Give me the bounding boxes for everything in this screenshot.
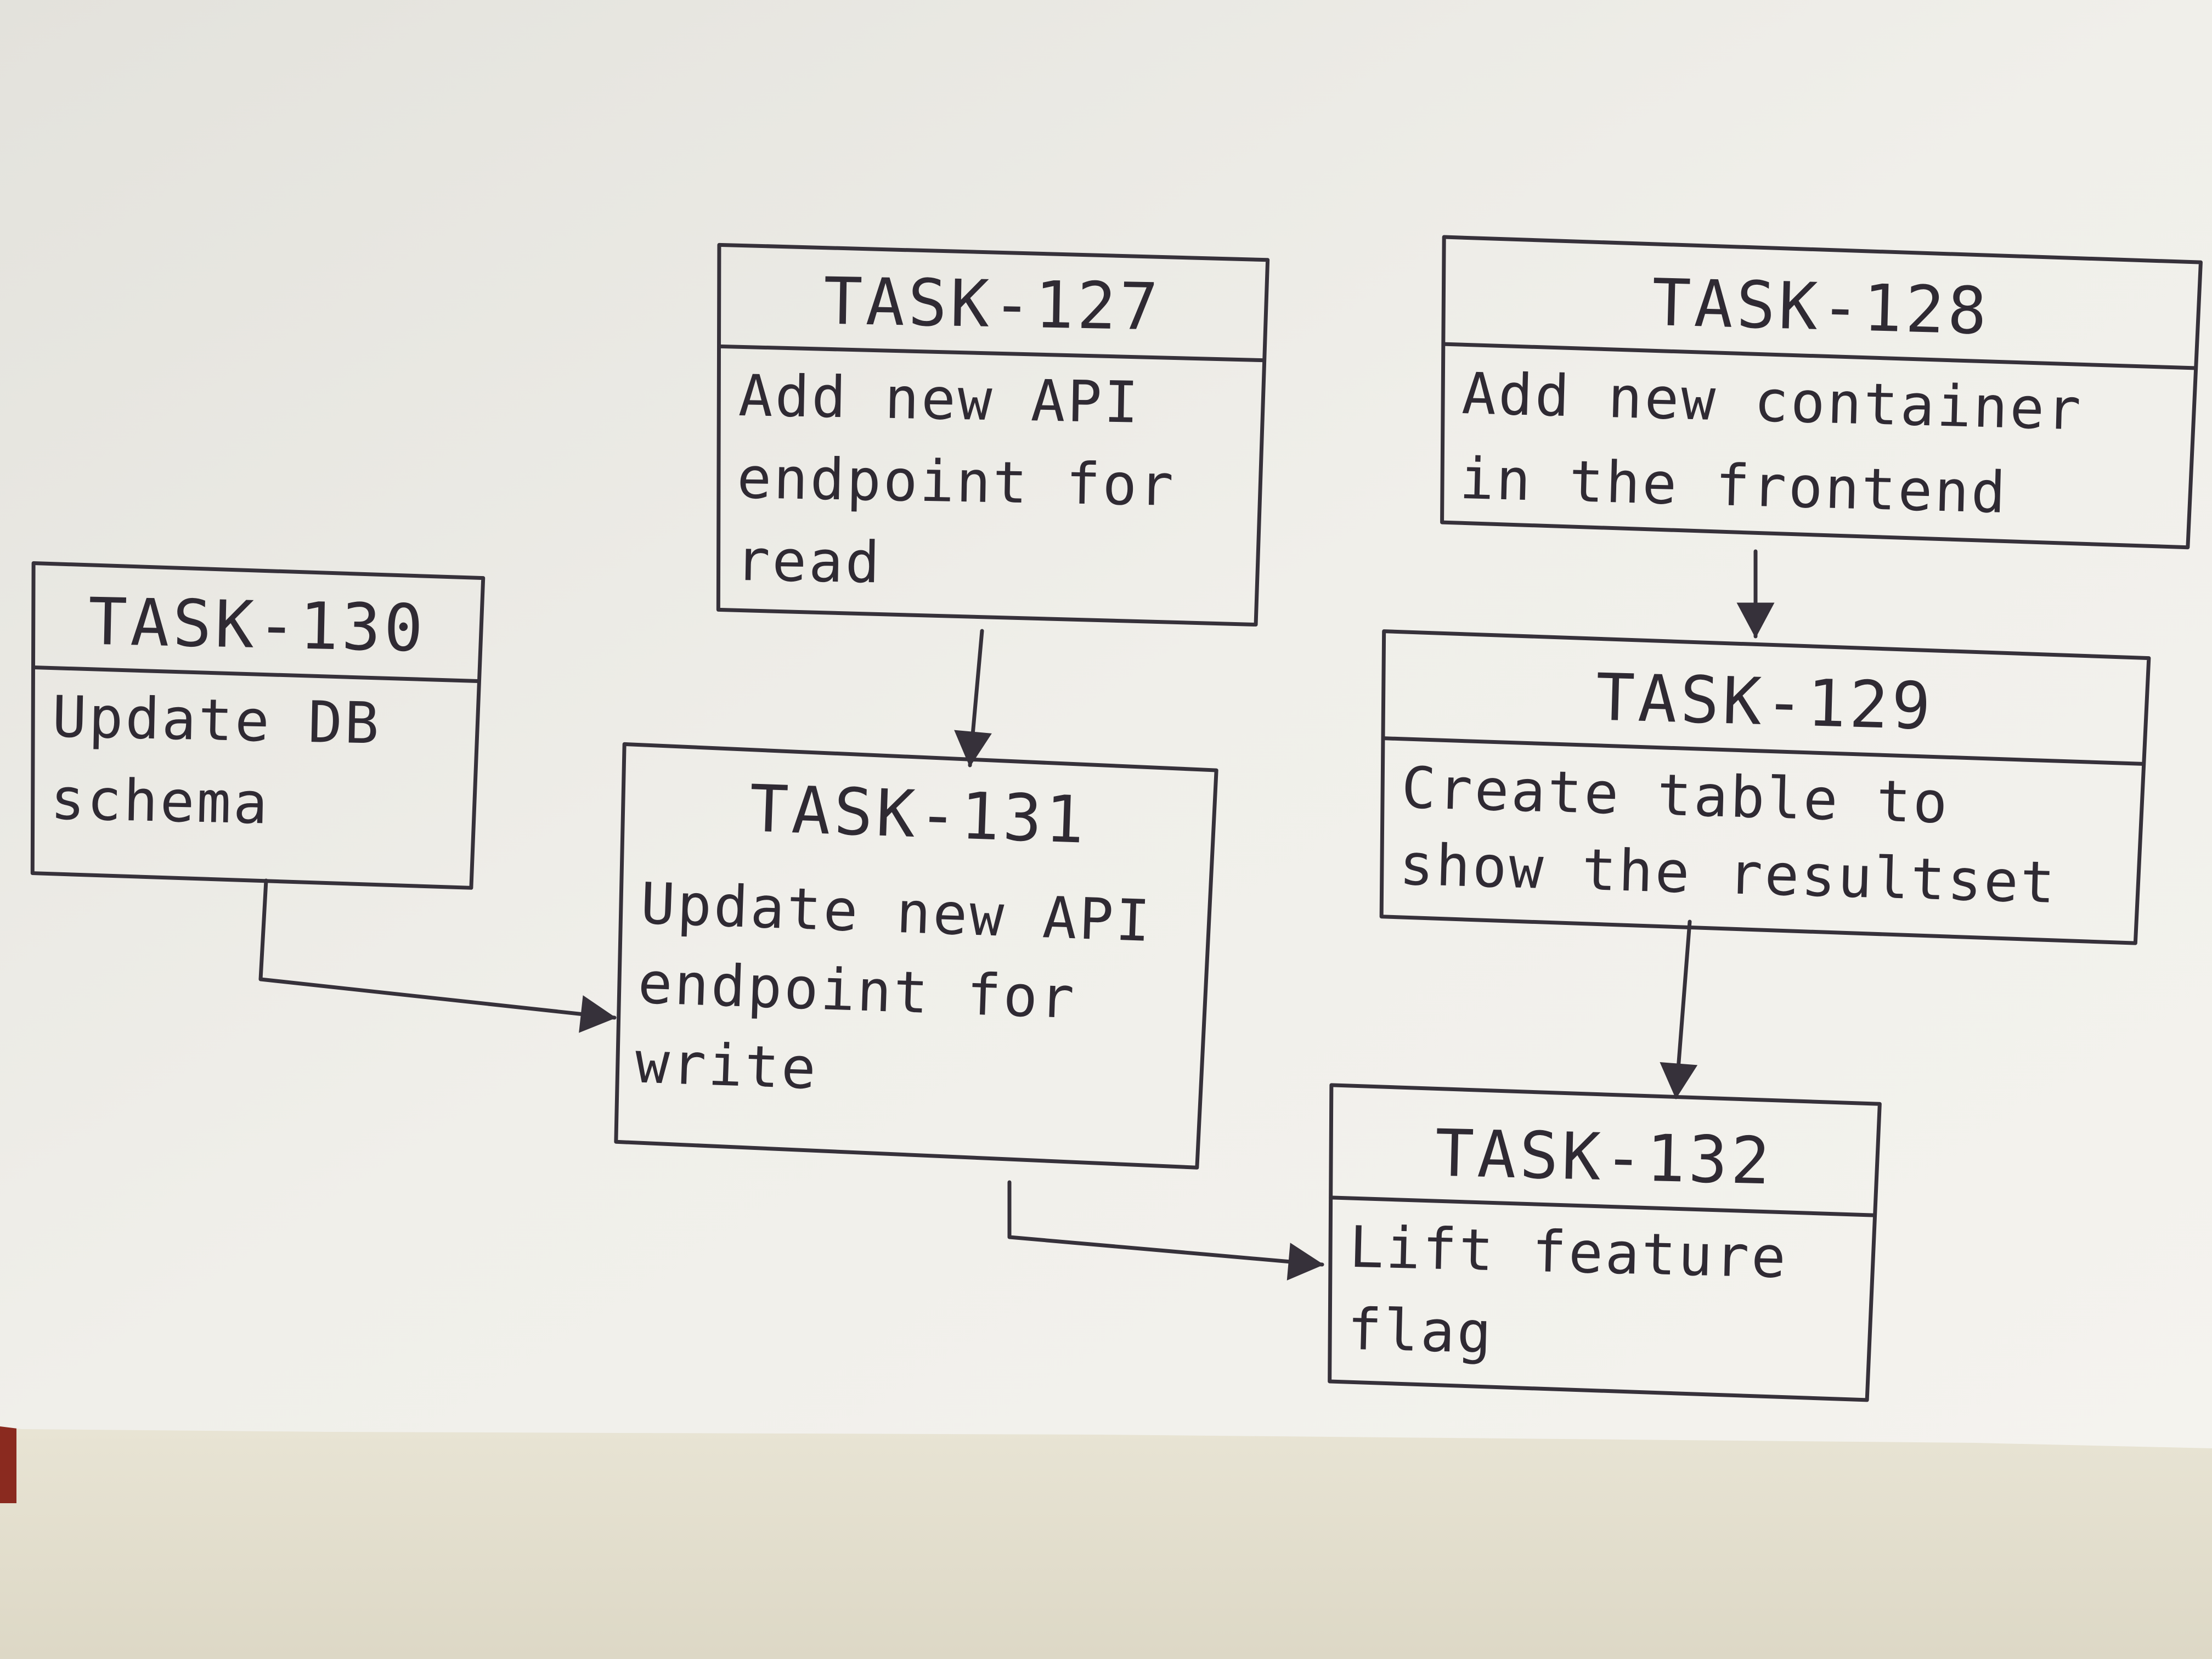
task-description-line: Lift feature <box>1348 1214 1788 1291</box>
task-description-line: write <box>634 1029 819 1102</box>
lower-page <box>0 1426 2212 1659</box>
task-title: TASK-132 <box>1434 1115 1774 1199</box>
task-box-outline <box>30 561 486 890</box>
task-box-outline <box>716 242 1270 627</box>
task-description-line: Update DB <box>52 683 382 757</box>
task-box-outline <box>614 742 1218 1170</box>
task-box-outline <box>1379 629 2151 945</box>
task-description-line: endpoint for <box>736 444 1176 519</box>
task-description-line: endpoint for <box>637 950 1077 1032</box>
task-description-line: in the frontend <box>1459 445 2008 526</box>
task-description-line: Add new API <box>738 362 1141 436</box>
task-description-line: read <box>735 527 883 596</box>
task-description-line: flag <box>1347 1296 1494 1366</box>
task-header-divider <box>1381 736 2145 766</box>
arrow-head-icon <box>1660 1062 1698 1099</box>
task-header-divider <box>1329 1195 1876 1217</box>
dependency-arrow-131-132 <box>1007 1180 1324 1280</box>
task-title: TASK-128 <box>1651 264 1991 349</box>
task-header-divider <box>1441 342 2197 370</box>
task-description-line: schema <box>50 765 270 837</box>
task-title: TASK-131 <box>748 770 1089 857</box>
task-box-outline <box>1440 235 2203 550</box>
task-description-line: Create table to <box>1401 754 1950 837</box>
arrow-head-icon <box>579 995 617 1033</box>
arrow-line <box>1007 1180 1324 1267</box>
task-header-divider <box>718 344 1265 363</box>
task-title: TASK-130 <box>87 584 427 667</box>
dependency-arrow-127-131 <box>954 629 992 768</box>
task-box-outline <box>1328 1083 1882 1402</box>
arrow-head-icon <box>1736 602 1775 639</box>
dependency-arrow-130-131 <box>258 878 617 1033</box>
task-description-line: Add new container <box>1461 360 2084 443</box>
arrow-line <box>258 878 617 1020</box>
task-header-divider <box>31 665 480 683</box>
dependency-arrow-128-129 <box>1736 549 1775 639</box>
task-title: TASK-129 <box>1595 659 1935 744</box>
arrow-head-icon <box>954 730 992 768</box>
dependency-arrow-129-132 <box>1660 919 1698 1099</box>
paper-sheet <box>0 0 2212 1448</box>
arrow-head-icon <box>1286 1243 1324 1280</box>
task-title: TASK-127 <box>823 263 1163 345</box>
